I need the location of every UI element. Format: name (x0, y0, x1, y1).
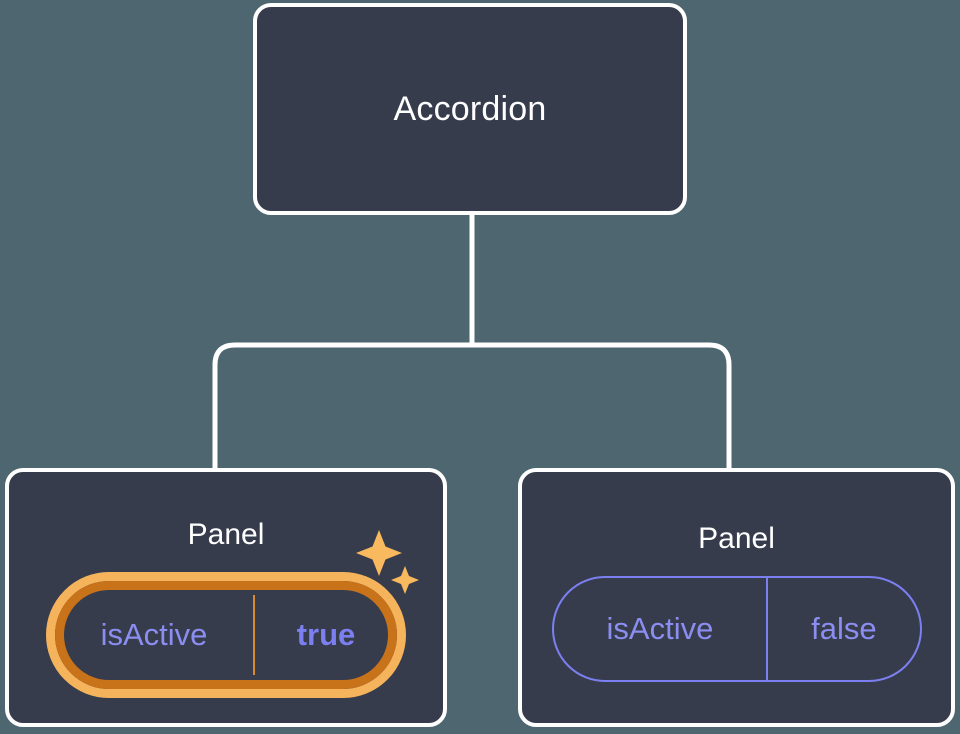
node-title: Panel (187, 518, 265, 551)
tree-node-panel-inactive[interactable]: Panel isActive false (518, 468, 955, 727)
tree-node-accordion[interactable]: Accordion (253, 3, 687, 215)
prop-pill-container: isActive false (522, 576, 951, 682)
edge-branch-bar (212, 342, 732, 366)
prop-divider (253, 595, 255, 675)
tree-node-panel-active[interactable]: Panel isActive true (5, 468, 447, 727)
prop-pill-active[interactable]: isActive true (46, 572, 406, 698)
prop-pill-inactive[interactable]: isActive false (551, 576, 922, 682)
prop-key: isActive (100, 617, 208, 652)
prop-pill-container: isActive true (9, 530, 443, 698)
node-title: Panel (698, 522, 775, 555)
prop-key: isActive (606, 611, 714, 646)
prop-divider (766, 578, 769, 680)
prop-value: false (811, 611, 877, 646)
prop-value: true (296, 617, 356, 652)
node-title: Accordion (393, 90, 547, 128)
